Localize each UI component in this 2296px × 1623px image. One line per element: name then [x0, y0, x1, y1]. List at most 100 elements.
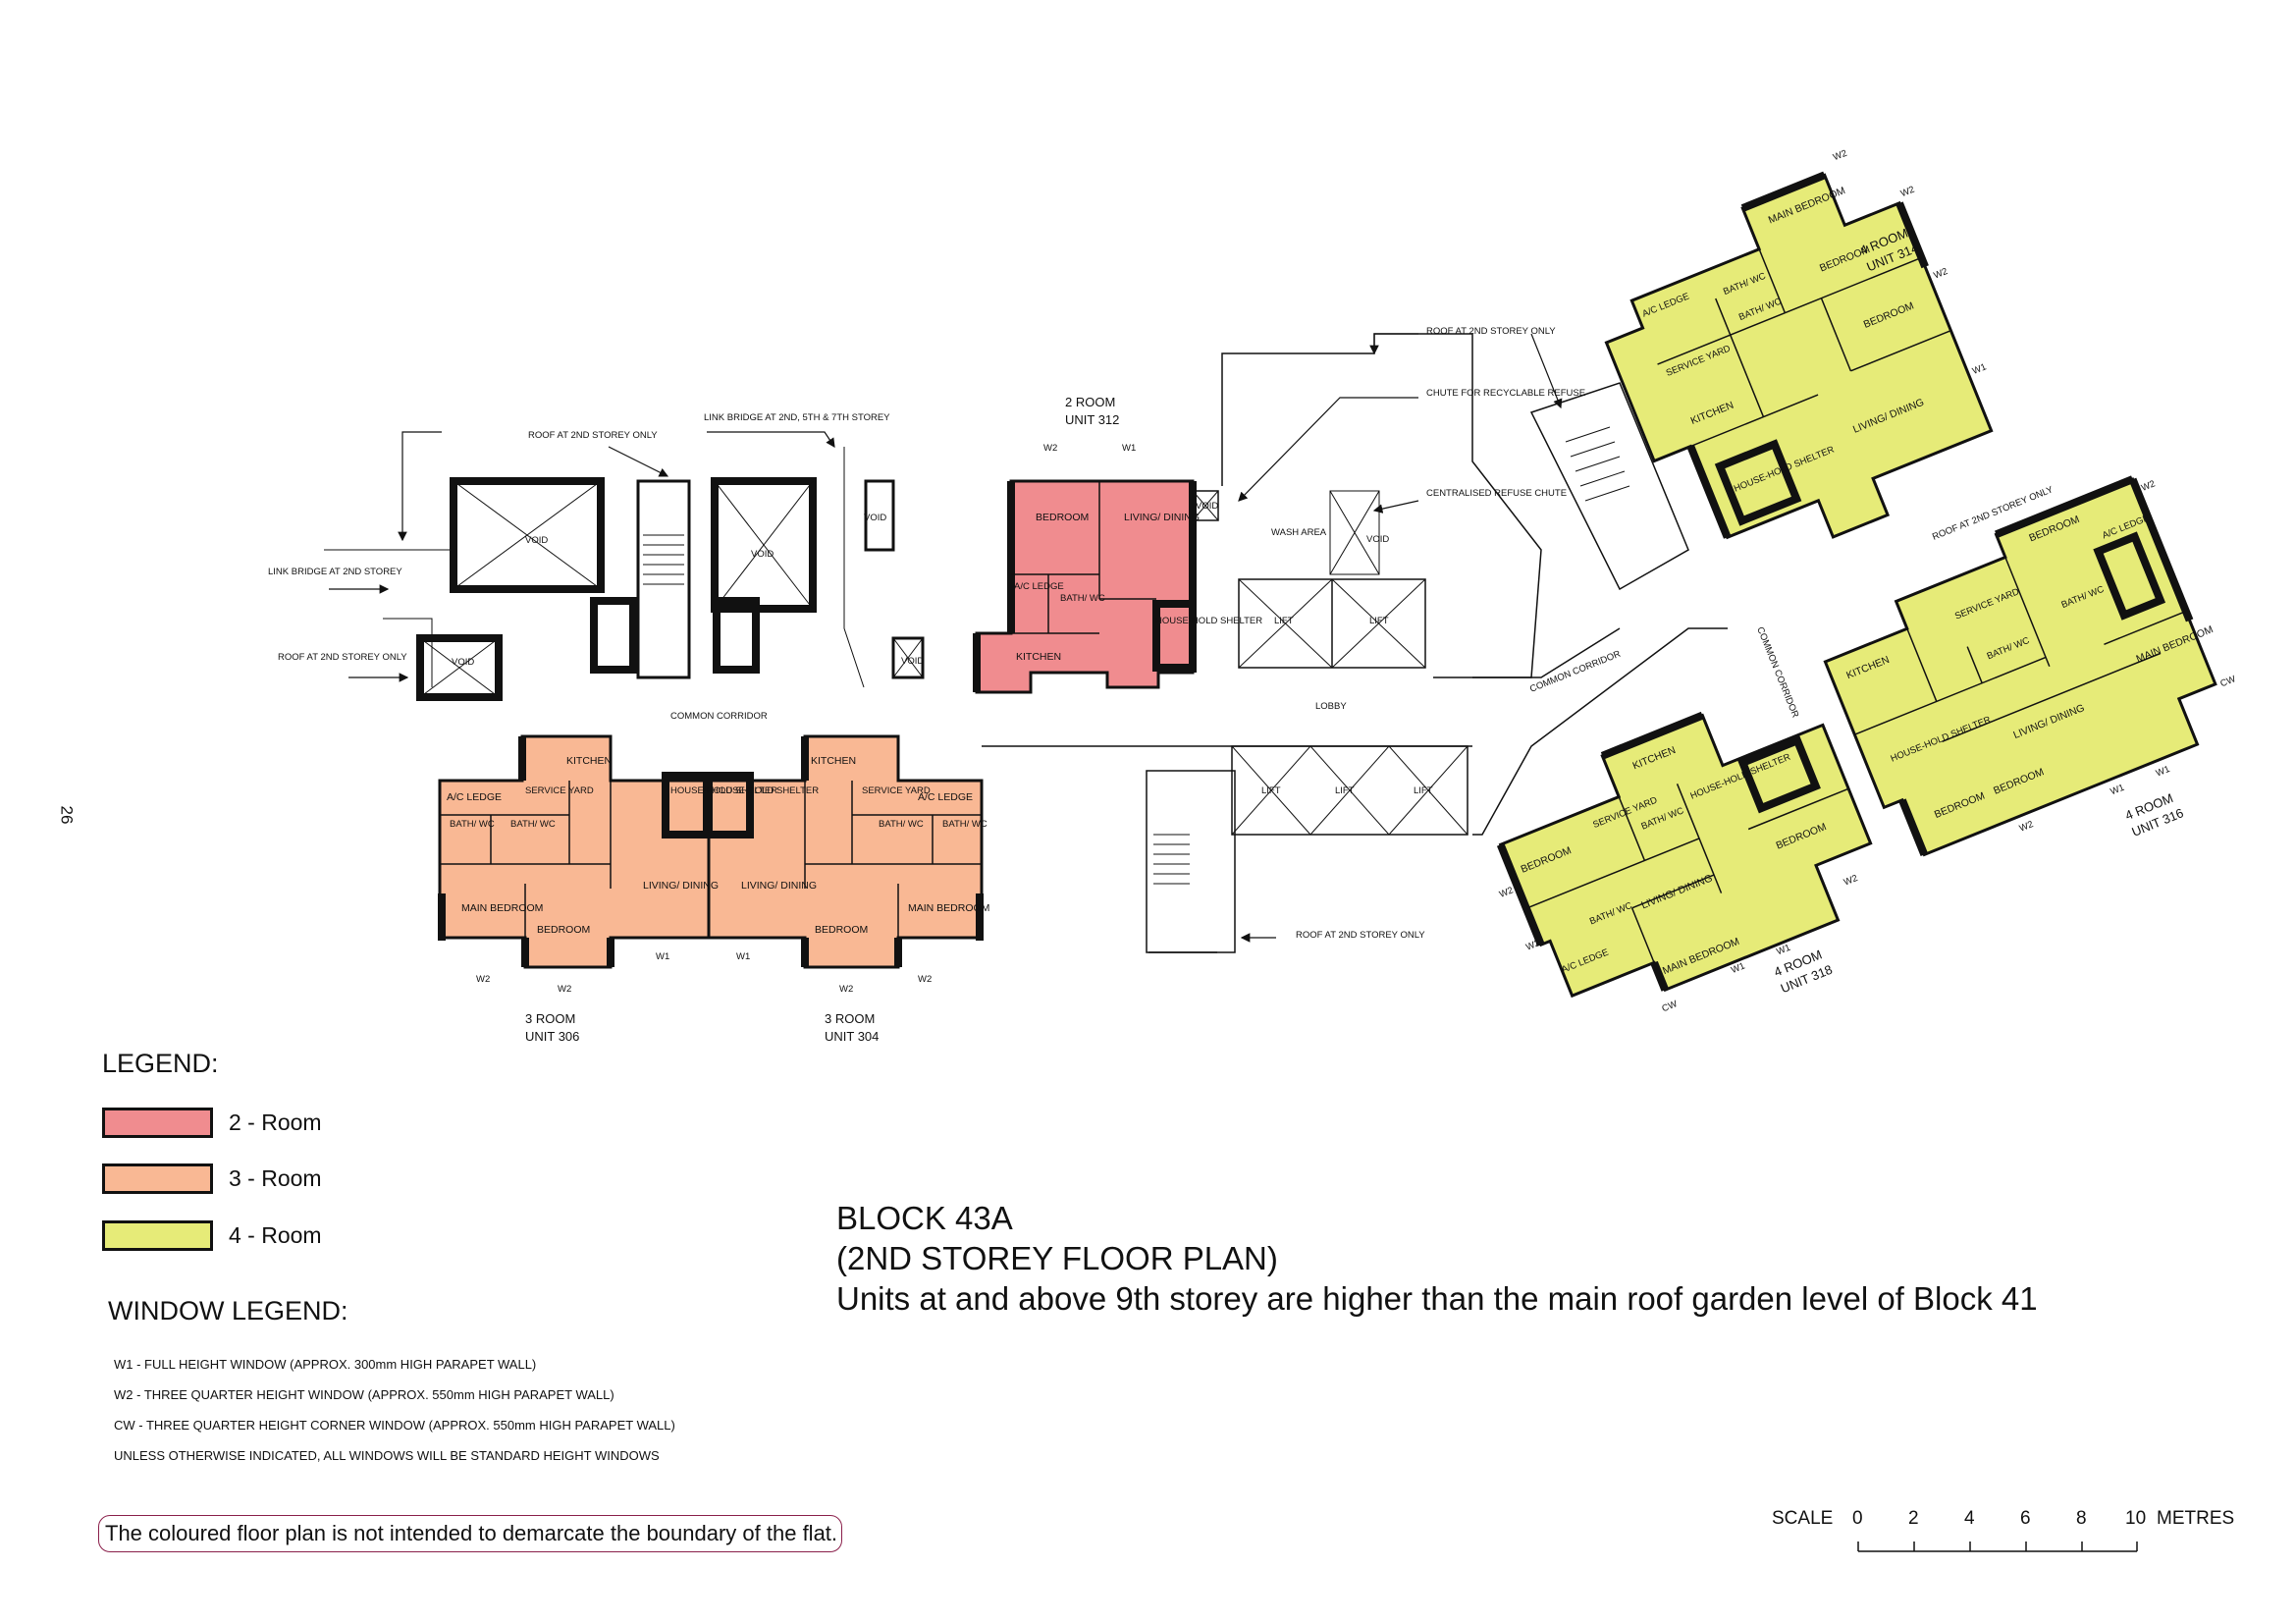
legend-item-3room: 3 - Room: [102, 1163, 322, 1194]
u306-room-ac-ledge: A/C LEDGE: [447, 791, 502, 803]
lobby-label: LOBBY: [1315, 701, 1347, 712]
u318-window-6: W2: [1524, 938, 1541, 953]
legend-item-4room: 4 - Room: [102, 1220, 322, 1251]
window-legend-title: WINDOW LEGEND:: [108, 1296, 348, 1325]
u318-window-4: W1: [1730, 961, 1746, 977]
u304-room-ac-ledge: A/C LEDGE: [918, 791, 973, 803]
u304-room-main-bedroom: MAIN BEDROOM: [908, 902, 989, 914]
window-legend-line-w2: W2 - THREE QUARTER HEIGHT WINDOW (APPROX…: [114, 1387, 614, 1402]
u304-type: 3 ROOM: [825, 1011, 875, 1026]
legend-item-2room: 2 - Room: [102, 1108, 322, 1138]
u304-window-1: W1: [736, 951, 750, 962]
common-corridor-label-3: COMMON CORRIDOR: [1754, 625, 1800, 720]
u306-room-living: LIVING/ DINING: [643, 880, 719, 892]
u312-window-2: W1: [1122, 443, 1136, 454]
u318-window-5: CW: [1661, 999, 1680, 1014]
storey-title: (2ND STOREY FLOOR PLAN): [836, 1240, 1278, 1276]
unit-304-3room: [707, 734, 984, 969]
u312-window-1: W2: [1043, 443, 1057, 454]
annotation-chute-recyclable: CHUTE FOR RECYCLABLE REFUSE: [1426, 388, 1585, 399]
legend-label-2room: 2 - Room: [229, 1109, 322, 1135]
u312-room-kitchen: KITCHEN: [1016, 651, 1061, 663]
annotation-link-bridge-257: LINK BRIDGE AT 2ND, 5TH & 7TH STOREY: [704, 412, 890, 423]
stair-core-2: [1146, 770, 1236, 953]
u312-room-living: LIVING/ DINING: [1124, 512, 1200, 523]
void-label-2: VOID: [751, 549, 774, 560]
u306-room-service-yard: SERVICE YARD: [525, 785, 594, 796]
legend-swatch-4room: [102, 1220, 213, 1251]
u306-room-bath-2: BATH/ WC: [510, 819, 556, 830]
disclaimer-box: The coloured floor plan is not intended …: [98, 1515, 842, 1552]
u306-room-kitchen: KITCHEN: [566, 755, 612, 767]
void-label-5: VOID: [901, 656, 924, 667]
annotation-roof-d: ROOF AT 2ND STOREY ONLY: [1296, 930, 1425, 941]
u306-type: 3 ROOM: [525, 1011, 575, 1026]
leader-lines: [329, 333, 1563, 943]
legend-swatch-3room: [102, 1163, 213, 1194]
annotation-roof-a: ROOF AT 2ND STOREY ONLY: [528, 430, 658, 441]
u306-room-bedroom: BEDROOM: [537, 924, 590, 936]
title-note: Units at and above 9th storey are higher…: [836, 1280, 2038, 1317]
u314-window-2: W2: [1899, 185, 1916, 200]
u316-window-2: CW: [2218, 674, 2237, 689]
lift-label-4: LIFT: [1335, 785, 1355, 796]
u316-window-3: W1: [2155, 764, 2171, 780]
u312-room-bath: BATH/ WC: [1060, 593, 1105, 604]
u312-room-bedroom: BEDROOM: [1036, 512, 1089, 523]
annotation-centralised-chute: CENTRALISED REFUSE CHUTE: [1426, 488, 1567, 499]
u306-unit: UNIT 306: [525, 1029, 579, 1044]
right-circulation: [1529, 382, 1689, 591]
void-label-1: VOID: [525, 535, 548, 546]
void-label-6: VOID: [1196, 501, 1218, 512]
unit-316-4room: [1823, 475, 2217, 857]
void-label-4: VOID: [452, 657, 474, 668]
u304-unit: UNIT 304: [825, 1029, 879, 1044]
scale-tick-6: 6: [2020, 1508, 2031, 1529]
annotation-roof-c: ROOF AT 2ND STOREY ONLY: [1426, 326, 1556, 337]
u314-window-1: W2: [1832, 148, 1848, 164]
annotation-link-bridge-2: LINK BRIDGE AT 2ND STOREY: [268, 567, 402, 577]
u316-window-1: W2: [2140, 478, 2157, 494]
legend-label-3room: 3 - Room: [229, 1165, 322, 1191]
scale-bar: [1857, 1542, 2138, 1552]
common-corridor-label-1: COMMON CORRIDOR: [670, 711, 768, 722]
u312-room-shelter: HOUSE-HOLD SHELTER: [1155, 616, 1262, 626]
shared-shelters: [662, 772, 754, 839]
window-legend-line-w1: W1 - FULL HEIGHT WINDOW (APPROX. 300mm H…: [114, 1357, 537, 1372]
scale-tick-0: 0: [1852, 1508, 1863, 1529]
u304-room-bath-1: BATH/ WC: [879, 819, 924, 830]
unit-314-4room: [1604, 171, 1994, 540]
u314-window-4: W1: [1971, 361, 1988, 377]
lift-label-1: LIFT: [1274, 616, 1294, 626]
wash-area-label: WASH AREA: [1271, 527, 1327, 538]
scale-tick-4: 4: [1964, 1508, 1975, 1529]
u304-window-3: W2: [918, 974, 932, 985]
scale-unit: METRES: [2157, 1508, 2235, 1529]
u306-window-3: W1: [656, 951, 669, 962]
legend-swatch-2room: [102, 1108, 213, 1138]
u318-window-1: W2: [1498, 885, 1515, 900]
void-block-3: [416, 634, 503, 701]
u312-type: 2 ROOM: [1065, 395, 1115, 409]
u306-room-main-bedroom: MAIN BEDROOM: [461, 902, 543, 914]
u318-window-3: W1: [1775, 943, 1791, 958]
window-legend-line-standard: UNLESS OTHERWISE INDICATED, ALL WINDOWS …: [114, 1448, 660, 1463]
window-legend-line-cw: CW - THREE QUARTER HEIGHT CORNER WINDOW …: [114, 1418, 675, 1433]
unit-306-3room: [438, 734, 711, 969]
u304-room-shelter: HOUSE-HOLD SHELTER: [712, 785, 819, 796]
scale-tick-10: 10: [2125, 1508, 2147, 1529]
scale-label: SCALE: [1772, 1508, 1834, 1529]
u312-unit: UNIT 312: [1065, 412, 1119, 427]
u304-room-service-yard: SERVICE YARD: [862, 785, 931, 796]
left-core: [324, 447, 925, 701]
u304-room-bath-2: BATH/ WC: [942, 819, 988, 830]
u316-window-5: W2: [2018, 819, 2035, 835]
legend-title: LEGEND:: [102, 1049, 219, 1078]
u304-room-bedroom: BEDROOM: [815, 924, 868, 936]
scale-tick-2: 2: [1908, 1508, 1919, 1529]
lift-label-2: LIFT: [1369, 616, 1389, 626]
u306-window-1: W2: [476, 974, 490, 985]
u318-window-2: W2: [1842, 873, 1859, 889]
u316-window-4: W1: [2109, 783, 2125, 798]
